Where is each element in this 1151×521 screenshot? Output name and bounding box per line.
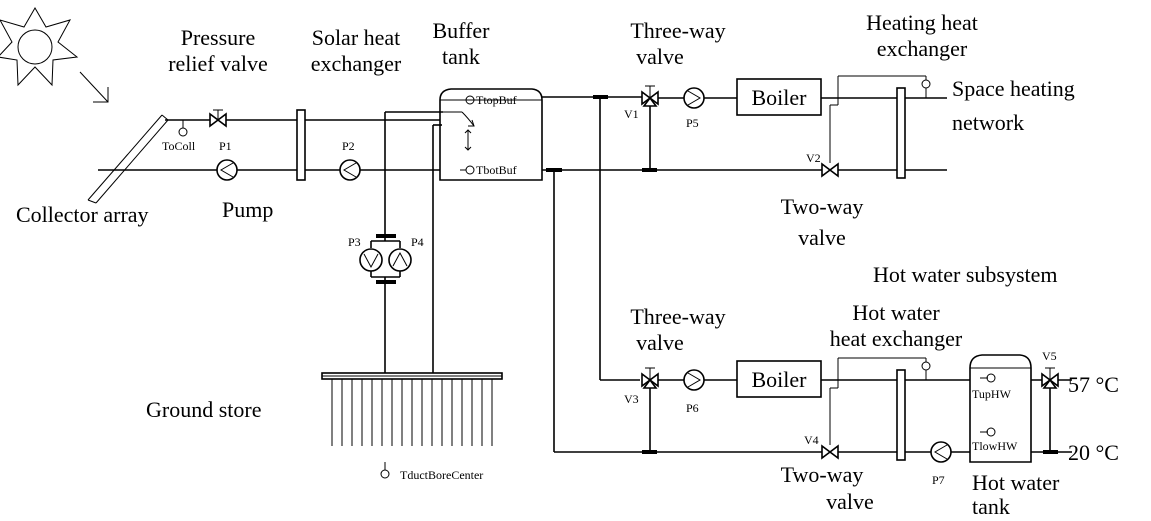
space-heating-sensor xyxy=(829,75,931,163)
temp-hot-label: 57 °C xyxy=(1068,372,1119,397)
distribution-pipes xyxy=(542,95,947,454)
hot-water-tank xyxy=(969,354,1032,463)
v1-label: V1 xyxy=(624,107,639,121)
hot-water-subsystem-label: Hot water subsystem xyxy=(873,262,1058,287)
hot-water-sensor xyxy=(829,357,931,445)
tductborecenter-sensor xyxy=(380,462,390,479)
pressure-relief-label-1: Pressure xyxy=(181,25,256,50)
three-way-valve-v1-icon xyxy=(641,85,659,107)
p6-label: P6 xyxy=(686,401,699,415)
heating-heat-exchanger xyxy=(896,87,906,179)
ground-pump-pair xyxy=(370,234,401,284)
pump-p6-icon xyxy=(683,369,705,391)
hot-water-tank-label-1: Hot water xyxy=(972,470,1060,495)
buffer-tank xyxy=(439,88,543,181)
pump-p1-icon xyxy=(216,159,238,181)
three-way-top-label-1: Three-way xyxy=(630,18,725,43)
tductborecenter-label: TductBoreCenter xyxy=(400,468,483,482)
three-way-bottom-label-2: valve xyxy=(636,330,684,355)
ground-loop-pipes xyxy=(384,111,443,373)
pump-p3-icon xyxy=(359,248,383,272)
collector-array xyxy=(87,114,169,204)
tbotbuf-label: TbotBuf xyxy=(476,163,517,177)
p4-label: P4 xyxy=(411,235,424,249)
p3-label: P3 xyxy=(348,235,361,249)
ground-store-label: Ground store xyxy=(146,397,261,422)
hw-hx-label-2: heat exchanger xyxy=(830,326,963,351)
two-way-bottom-label-1: Two-way xyxy=(781,462,864,487)
two-way-valve-v2-icon xyxy=(821,162,839,178)
two-way-top-label-1: Two-way xyxy=(781,194,864,219)
pressure-relief-valve-icon xyxy=(209,109,227,128)
three-way-valve-v3-icon xyxy=(641,367,659,389)
tocoll-sensor: ToColl xyxy=(162,120,196,153)
heating-hx-label-2: exchanger xyxy=(877,36,968,61)
temp-cold-label: 20 °C xyxy=(1068,440,1119,465)
radiation-arrow-icon xyxy=(79,71,109,103)
tlowhw-label: TlowHW xyxy=(972,439,1018,453)
tuphw-label: TupHW xyxy=(972,387,1012,401)
boiler-bottom: Boiler xyxy=(736,360,822,398)
three-way-bottom-label-1: Three-way xyxy=(630,304,725,329)
solar-loop-pipes xyxy=(98,119,440,171)
boiler-top-label: Boiler xyxy=(752,85,808,110)
pressure-relief-label-2: relief valve xyxy=(168,51,268,76)
p1-label: P1 xyxy=(219,139,232,153)
sun-icon xyxy=(0,7,79,87)
pump-p2-icon xyxy=(339,159,361,181)
heating-hx-label-1: Heating heat xyxy=(866,10,978,35)
hot-water-tank-label-2: tank xyxy=(972,494,1010,519)
hw-hx-label-1: Hot water xyxy=(852,300,940,325)
pump-label: Pump xyxy=(222,197,273,222)
v5-label: V5 xyxy=(1042,349,1057,363)
pump-p4-icon xyxy=(388,248,412,272)
boiler-bottom-label: Boiler xyxy=(752,367,808,392)
hot-water-heat-exchanger xyxy=(896,369,906,461)
two-way-bottom-label-2: valve xyxy=(826,489,874,514)
p5-label: P5 xyxy=(686,116,699,130)
pump-p7-icon xyxy=(930,441,952,463)
v3-label: V3 xyxy=(624,392,639,406)
collector-array-label: Collector array xyxy=(16,202,149,227)
v2-label: V2 xyxy=(806,151,821,165)
three-way-valve-v5-icon xyxy=(1041,367,1059,389)
p7-label: P7 xyxy=(932,473,945,487)
tocoll-label: ToColl xyxy=(162,139,196,153)
buffer-tank-label-2: tank xyxy=(442,44,480,69)
pump-p5-icon xyxy=(683,87,705,109)
space-heating-label-1: Space heating xyxy=(952,76,1075,101)
two-way-valve-v4-icon xyxy=(821,444,839,460)
two-way-top-label-2: valve xyxy=(798,225,846,250)
p2-label: P2 xyxy=(342,139,355,153)
dhw-outlet-pipes xyxy=(1031,379,1072,454)
three-way-top-label-2: valve xyxy=(636,44,684,69)
space-heating-label-2: network xyxy=(952,110,1024,135)
solar-hx-label-2: exchanger xyxy=(311,51,402,76)
solar-heat-exchanger xyxy=(296,109,306,181)
solar-hx-label-1: Solar heat xyxy=(312,25,401,50)
buffer-tank-label-1: Buffer xyxy=(432,18,490,43)
boiler-top: Boiler xyxy=(736,78,822,116)
v4-label: V4 xyxy=(804,433,819,447)
ttopbuf-label: TtopBuf xyxy=(476,93,517,107)
ground-store xyxy=(321,372,503,446)
